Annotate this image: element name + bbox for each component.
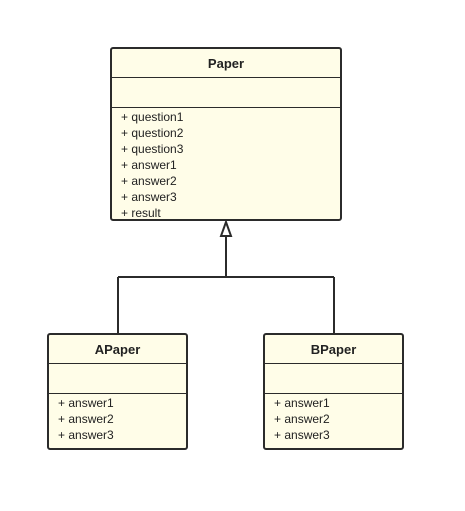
members-compartment: + answer1 + answer2 + answer3 [49,394,186,443]
member-item: + question3 [121,142,184,156]
class-name: BPaper [265,335,402,364]
members-compartment: + answer1 + answer2 + answer3 [265,394,402,443]
attributes-compartment [265,364,402,394]
member-item: + answer2 [274,412,330,426]
attributes-compartment [49,364,186,394]
class-box-paper[interactable]: Paper + question1 + question2 + question… [110,47,342,221]
member-item: + answer2 [58,412,114,426]
generalization-arrowhead-icon [219,219,233,237]
member-item: + answer1 [274,396,330,410]
member-item: + answer3 [274,428,330,442]
class-name: Paper [112,49,340,78]
member-item: + question1 [121,110,184,124]
attributes-compartment [112,78,340,108]
class-name: APaper [49,335,186,364]
class-box-apaper[interactable]: APaper + answer1 + answer2 + answer3 [47,333,188,450]
member-item: + answer2 [121,174,177,188]
member-item: + result [121,206,161,220]
member-item: + answer3 [121,190,177,204]
class-box-bpaper[interactable]: BPaper + answer1 + answer2 + answer3 [263,333,404,450]
members-compartment: + question1 + question2 + question3 + an… [112,108,340,220]
member-item: + answer3 [58,428,114,442]
member-item: + question2 [121,126,184,140]
member-item: + answer1 [121,158,177,172]
member-item: + answer1 [58,396,114,410]
